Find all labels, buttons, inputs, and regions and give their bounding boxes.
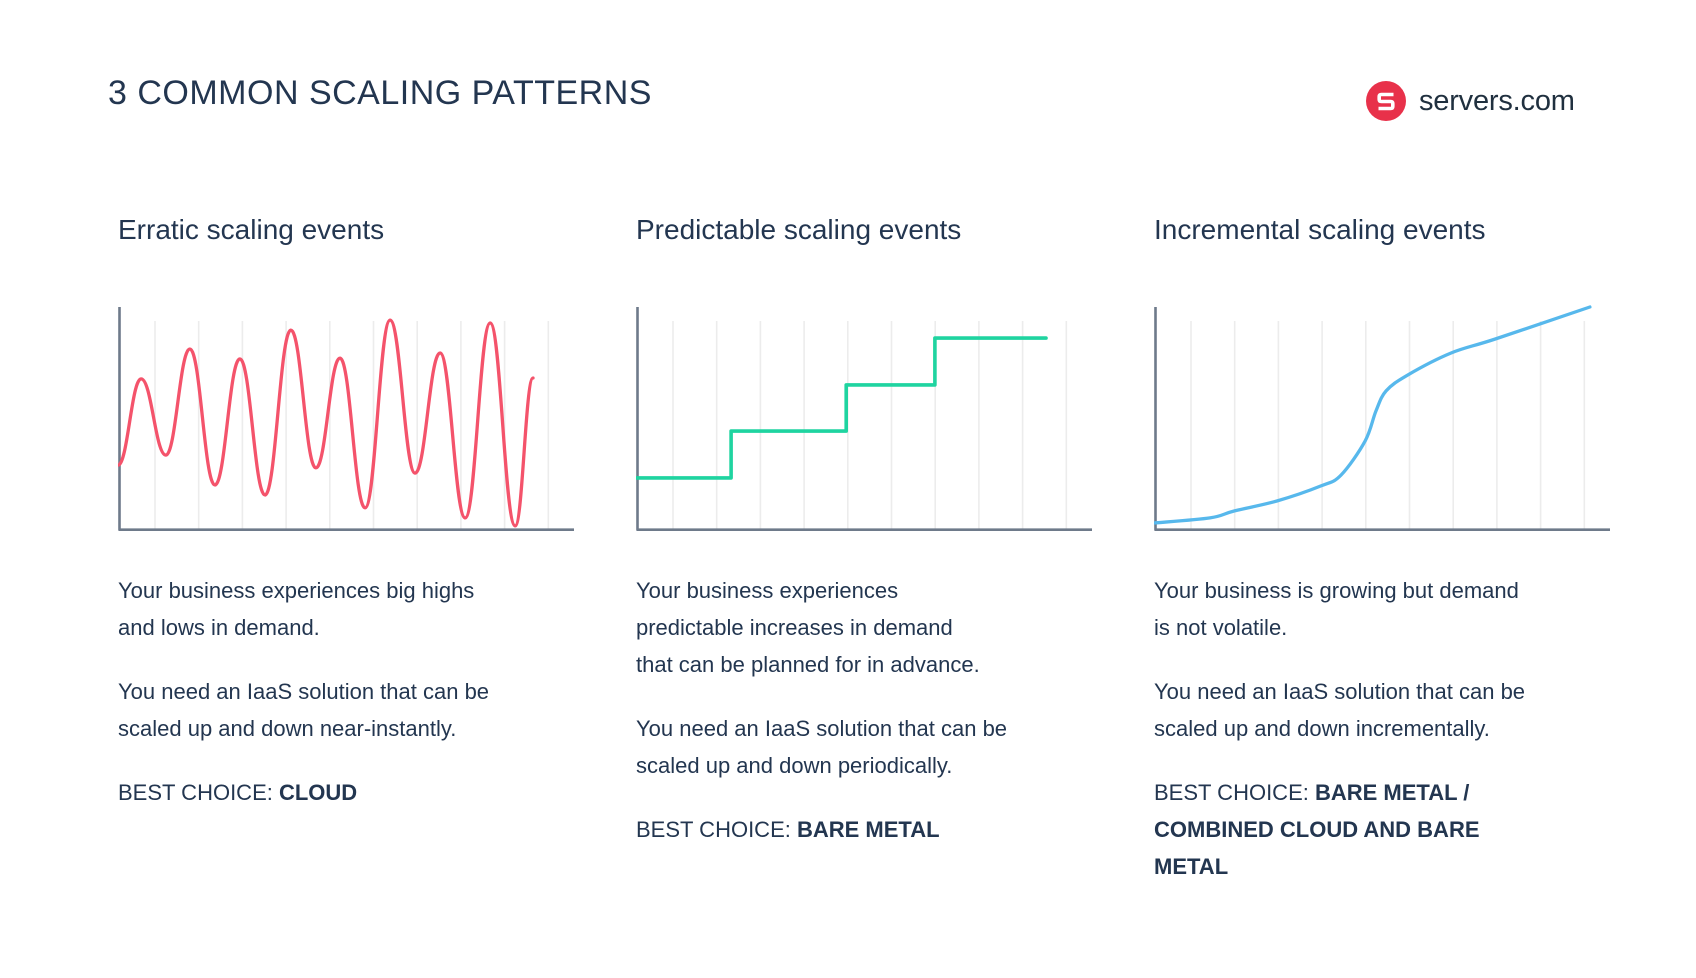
column-text-predictable: Your business experiences predictable in…: [636, 572, 1084, 848]
paragraph: You need an IaaS solution that can be sc…: [636, 716, 1008, 778]
best-choice-value: BARE METAL: [796, 817, 940, 842]
column-heading-erratic: Erratic scaling events: [118, 214, 385, 245]
column-heading-predictable: Predictable scaling events: [636, 214, 962, 245]
servers-logo-icon: [1366, 81, 1406, 121]
column-predictable-scaling: Predictable scaling events Your business…: [636, 0, 1098, 978]
best-choice-label: BEST CHOICE:: [636, 817, 797, 842]
paragraph: Your business is growing but demand is n…: [1154, 578, 1519, 640]
column-erratic-scaling: Erratic scaling events Your business exp…: [118, 0, 580, 978]
column-text-erratic: Your business experiences big highs and …: [118, 572, 566, 811]
predictable-scaling-chart: [636, 307, 1092, 531]
erratic-scaling-chart: [118, 307, 574, 531]
column-heading-incremental: Incremental scaling events: [1154, 214, 1486, 245]
column-incremental-scaling: Incremental scaling events Your business…: [1154, 0, 1616, 978]
best-choice-line: BEST CHOICE: CLOUD: [118, 774, 566, 811]
paragraph: You need an IaaS solution that can be sc…: [118, 679, 490, 741]
brand-logo: servers.com: [1366, 81, 1575, 121]
best-choice-line: BEST CHOICE: BARE METAL / COMBINED CLOUD…: [1154, 774, 1602, 885]
best-choice-label: BEST CHOICE:: [118, 780, 279, 805]
incremental-scaling-chart: [1154, 305, 1610, 531]
paragraph: Your business experiences big highs and …: [118, 578, 475, 640]
brand-name: servers.com: [1419, 84, 1575, 117]
page-title: 3 COMMON SCALING PATTERNS: [108, 74, 652, 112]
paragraph: Your business experiences predictable in…: [636, 578, 980, 677]
best-choice-value: CLOUD: [278, 780, 358, 805]
paragraph: You need an IaaS solution that can be sc…: [1154, 679, 1526, 741]
best-choice-line: BEST CHOICE: BARE METAL: [636, 811, 1084, 848]
best-choice-value: BARE METAL / COMBINED CLOUD AND BARE MET…: [1154, 780, 1480, 879]
column-text-incremental: Your business is growing but demand is n…: [1154, 572, 1602, 885]
best-choice-label: BEST CHOICE:: [1154, 780, 1315, 805]
